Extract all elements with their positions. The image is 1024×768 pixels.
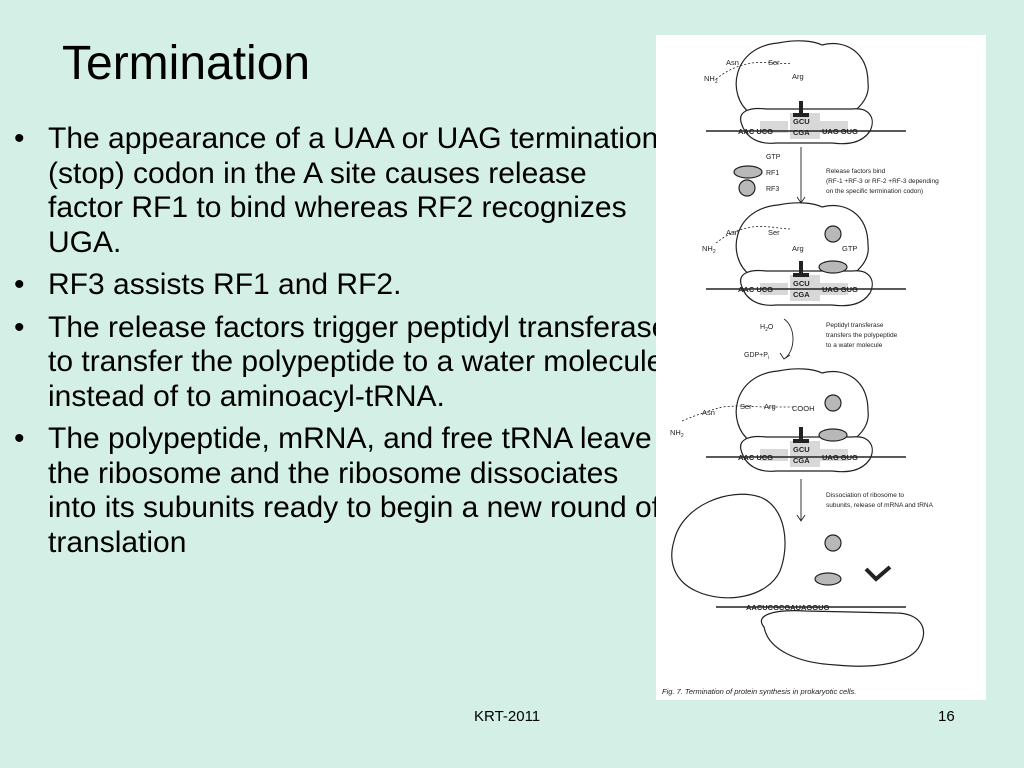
arrow-3 [796, 479, 806, 522]
bullet-item: • The polypeptide, mRNA, and free tRNA le… [10, 422, 670, 560]
note-release-3: on the specific termination codon) [826, 188, 923, 195]
stage-1-ribosome [706, 40, 906, 145]
label-asn-1: Asn [726, 58, 739, 67]
stage-2-ribosome [706, 202, 906, 307]
label-gtp-2: GTP [842, 244, 857, 253]
bullet-item: • The release factors trigger peptidyl tr… [10, 311, 670, 415]
label-arg-3: Arg [764, 402, 776, 411]
anticodon-label-3: CGA [793, 456, 810, 465]
mrna-left-3: AAC UCG [738, 453, 773, 462]
label-nh2-3: NH2 [670, 428, 684, 439]
note-peptidyl-1: Peptidyl transferase [826, 322, 884, 329]
note-peptidyl-3: to a water molecule [826, 342, 883, 349]
label-nh2-1: NH2 [704, 74, 718, 85]
mrna-free: AACUCGCGAUAGGUG [746, 603, 829, 612]
label-rf1: RF1 [766, 170, 779, 177]
bullet-text: RF3 assists RF1 and RF2. [48, 268, 402, 301]
label-gtp-1: GTP [766, 154, 781, 161]
bullet-text: The polypeptide, mRNA, and free tRNA lea… [48, 422, 661, 559]
label-arg-1: Arg [792, 72, 804, 81]
mrna-left-1: AAC UCG [738, 127, 773, 136]
label-asn-3: Asn [702, 408, 715, 417]
termination-diagram: Asn Ser Arg NH2 GCU CGA AAC UCG UAG GUG … [662, 40, 939, 696]
label-h2o: H2O [760, 324, 774, 333]
release-factors [733, 165, 763, 197]
label-gdp-pi: GDP+Pi [744, 352, 769, 361]
bullet-item: • The appearance of a UAA or UAG terminat… [10, 122, 670, 260]
label-rf3: RF3 [766, 186, 779, 193]
codon-label-2: GCU [793, 279, 810, 288]
anticodon-label-2: CGA [793, 290, 810, 299]
stage-4-dissociated [671, 493, 925, 667]
note-release-1: Release factors bind [826, 168, 886, 175]
bullet-dot: • [14, 310, 25, 344]
label-asn-2: Asn [726, 228, 739, 237]
note-peptidyl-2: transfers the polypeptide [826, 332, 898, 339]
mrna-right-3: UAG GUG [822, 453, 858, 462]
anticodon-label-1: CGA [793, 128, 810, 137]
figure-caption: Fig. 7. Termination of protein synthesis… [662, 687, 856, 696]
note-release-2: (RF-1 +RF-3 or RF-2 +RF-3 depending [826, 178, 939, 185]
arrow-2 [779, 318, 794, 360]
label-ser-1: Ser [768, 58, 780, 67]
bullet-dot: • [14, 122, 25, 155]
termination-figure: Asn Ser Arg NH2 GCU CGA AAC UCG UAG GUG … [656, 35, 986, 700]
footer-label: KRT-2011 [474, 708, 541, 725]
label-arg-2: Arg [792, 244, 804, 253]
page-number: 16 [938, 708, 955, 725]
label-cooh: COOH [792, 404, 815, 413]
note-dissoc-1: Dissociation of ribosome to [826, 492, 904, 499]
bullet-list: • The appearance of a UAA or UAG terminat… [10, 122, 670, 568]
mrna-right-1: UAG GUG [822, 127, 858, 136]
codon-label-3: GCU [793, 445, 810, 454]
note-dissoc-2: subunits, release of mRNA and tRNA [826, 502, 934, 509]
mrna-left-2: AAC UCG [738, 285, 773, 294]
stage-3-ribosome [681, 368, 906, 473]
label-ser-3: Ser [740, 402, 752, 411]
slide-title: Termination [62, 37, 311, 90]
bullet-text: The release factors trigger peptidyl tra… [48, 310, 669, 413]
bullet-dot: • [14, 268, 25, 301]
mrna-right-2: UAG GUG [822, 285, 858, 294]
arrow-1 [796, 147, 806, 204]
bullet-item: • RF3 assists RF1 and RF2. [10, 268, 670, 303]
label-nh2-2: NH2 [702, 244, 716, 255]
codon-label-1: GCU [793, 117, 810, 126]
label-ser-2: Ser [768, 228, 780, 237]
bullet-text: The appearance of a UAA or UAG terminati… [48, 122, 659, 259]
bullet-dot: • [14, 422, 25, 455]
